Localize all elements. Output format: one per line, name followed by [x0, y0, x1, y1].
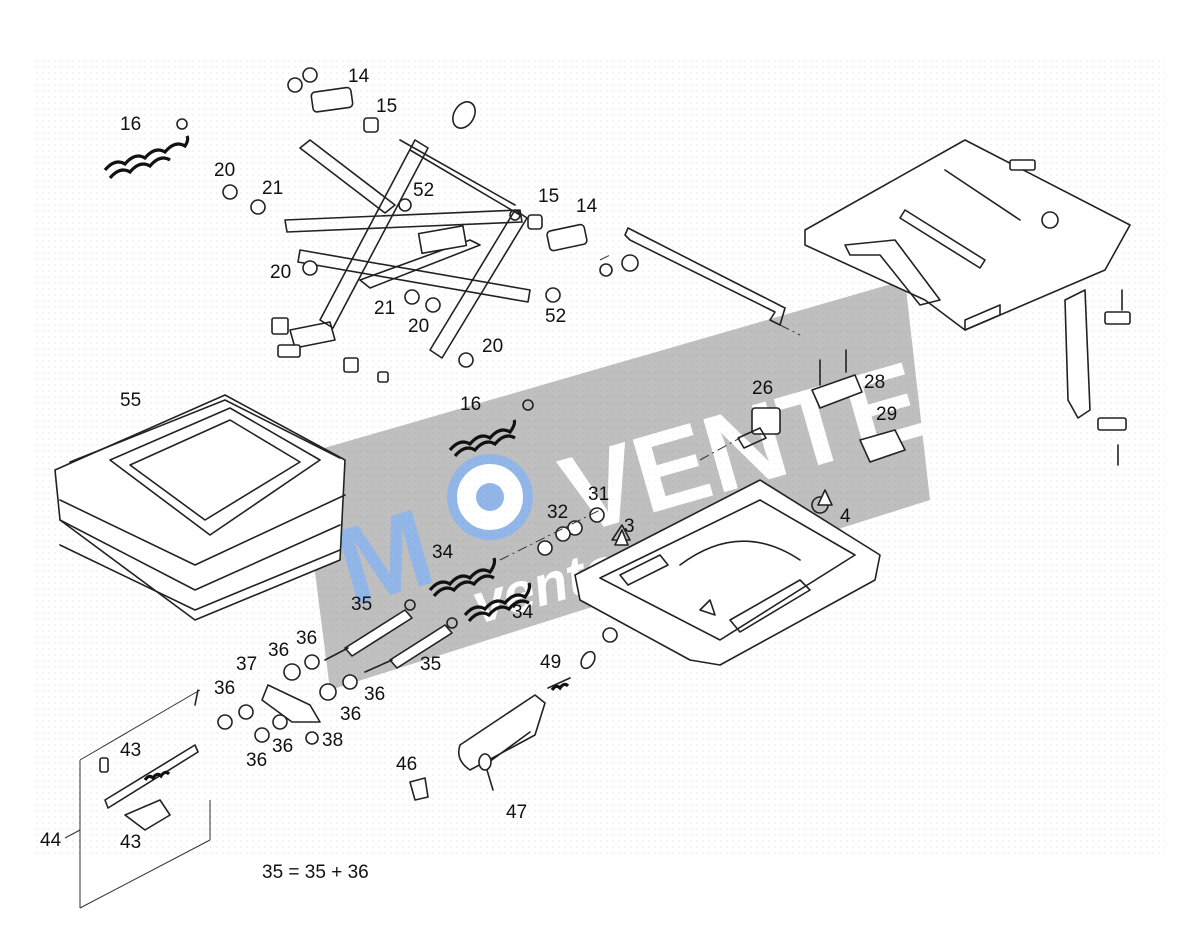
pins-3-4 [614, 489, 833, 546]
lever-arm [1064, 289, 1131, 466]
label-26: 26 [752, 378, 773, 399]
label-44: 44 [40, 830, 62, 851]
label-32: 32 [547, 502, 568, 523]
knob-46 [409, 777, 429, 801]
label-36: 36 [246, 750, 267, 771]
label-14: 14 [348, 66, 370, 87]
label-43: 43 [120, 832, 141, 853]
label-31: 31 [588, 484, 609, 505]
dampers-35 [324, 599, 618, 673]
label-36: 36 [364, 684, 385, 705]
label-35: 35 [420, 654, 441, 675]
label-28: 28 [864, 372, 885, 393]
label-21: 21 [374, 298, 395, 319]
clamp-26 [699, 407, 781, 461]
springs-34 [428, 557, 532, 623]
label-3: 3 [624, 516, 635, 537]
label-52: 52 [545, 306, 566, 327]
footnote: 35 = 35 + 36 [262, 862, 369, 883]
label-4: 4 [840, 506, 851, 527]
bushings-36-38 [217, 654, 358, 745]
scissor-frame [284, 139, 531, 359]
label-38: 38 [322, 730, 343, 751]
lever-47 [457, 694, 546, 791]
pad-29 [859, 429, 906, 463]
label-49: 49 [540, 652, 561, 673]
bellows-55 [54, 394, 346, 621]
plate-28 [811, 349, 863, 409]
label-34: 34 [432, 542, 454, 563]
label-36: 36 [296, 628, 317, 649]
assembly-44 [64, 689, 211, 909]
label-36: 36 [214, 678, 235, 699]
seat-top-plate [804, 139, 1131, 331]
label-14: 14 [576, 196, 598, 217]
label-20: 20 [214, 160, 235, 181]
label-55: 55 [120, 390, 141, 411]
part-49 [547, 650, 596, 691]
label-36: 36 [272, 736, 293, 757]
label-43: 43 [120, 740, 141, 761]
label-47: 47 [506, 802, 527, 823]
label-20: 20 [408, 316, 429, 337]
label-37: 37 [236, 654, 257, 675]
bracket-rod [599, 227, 801, 336]
label-21: 21 [262, 178, 283, 199]
rollers-31-32 [499, 507, 605, 561]
label-29: 29 [876, 404, 897, 425]
switch-bracket [271, 317, 389, 383]
base-frame [574, 479, 881, 666]
label-35: 35 [351, 594, 372, 615]
label-16: 16 [120, 114, 141, 135]
spring-16-top [103, 118, 190, 180]
spring-16-middle [448, 399, 534, 458]
label-52: 52 [413, 180, 434, 201]
label-15: 15 [538, 186, 559, 207]
label-15: 15 [376, 96, 397, 117]
label-36: 36 [340, 704, 361, 725]
label-16: 16 [460, 394, 481, 415]
small-hardware-top [222, 67, 639, 368]
label-20: 20 [270, 262, 291, 283]
callout-labels: 14 15 16 20 21 52 15 14 20 21 20 52 20 5… [40, 66, 897, 883]
label-36: 36 [268, 640, 289, 661]
label-20: 20 [482, 336, 503, 357]
label-34: 34 [512, 602, 534, 623]
watermark-o-center [476, 483, 504, 511]
label-46: 46 [396, 754, 417, 775]
